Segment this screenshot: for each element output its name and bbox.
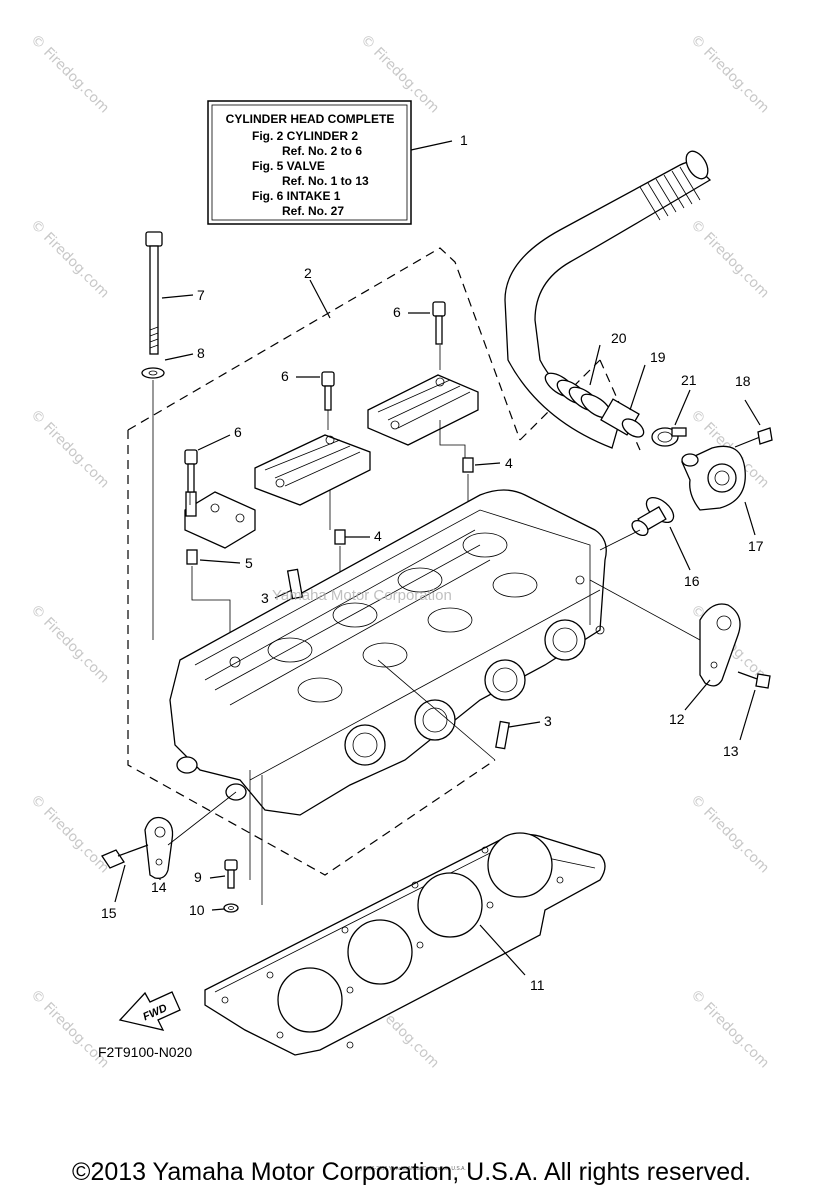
callout-leaders <box>114 140 761 976</box>
watermark: © Firedog.com <box>687 217 772 302</box>
camshaft-cap-middle <box>254 434 371 506</box>
leader-lines <box>377 529 701 761</box>
reference-box-line: Ref. No. 27 <box>282 204 344 218</box>
callout-10: 10 <box>189 902 205 918</box>
bolt-18 <box>734 427 773 448</box>
callout-12: 12 <box>669 711 685 727</box>
bolt-13 <box>737 671 771 689</box>
dowel-pins <box>186 457 474 565</box>
callout-17: 17 <box>748 538 764 554</box>
callout-13: 13 <box>723 743 739 759</box>
diagram-code: F2T9100-N020 <box>98 1044 192 1060</box>
callout-1: 1 <box>460 132 468 148</box>
camshaft-cap-left <box>184 491 256 549</box>
callout-5: 5 <box>245 555 253 571</box>
bracket <box>144 816 174 879</box>
callout-20: 20 <box>611 330 627 346</box>
callout-4: 4 <box>374 528 382 544</box>
callout-6: 6 <box>393 304 401 320</box>
callout-3: 3 <box>261 590 269 606</box>
thermostat <box>631 496 675 537</box>
hose-ribs <box>639 166 701 221</box>
hose-corrugation <box>544 372 612 419</box>
watermark: © Firedog.com <box>687 987 772 1072</box>
callout-15: 15 <box>101 905 117 921</box>
reference-box-line: Fig. 2 CYLINDER 2 <box>252 129 358 143</box>
plug-3-bottom <box>495 720 510 750</box>
long-bolt <box>145 231 163 355</box>
cap-bolt-b <box>321 371 335 411</box>
reference-box-line: Fig. 6 INTAKE 1 <box>252 189 341 203</box>
bracket-leaders <box>167 770 263 905</box>
thermostat-housing <box>681 445 746 511</box>
callout-9: 9 <box>194 869 202 885</box>
reference-box: CYLINDER HEAD COMPLETE Fig. 2 CYLINDER 2… <box>207 100 412 225</box>
watermark: © Firedog.com <box>27 407 112 492</box>
fine-print: (c) 2006-2016 Yamaha Motor Corporation, … <box>356 1166 466 1172</box>
callouts: 1 2 7 8 6 6 6 4 4 5 3 3 20 19 21 18 17 1… <box>101 132 764 993</box>
washer-8 <box>141 367 165 379</box>
head-gasket <box>204 832 606 1056</box>
bolt-15 <box>101 844 149 869</box>
callout-8: 8 <box>197 345 205 361</box>
plug-3-top <box>286 568 304 600</box>
cap-bolt-c <box>432 301 446 345</box>
fwd-arrow-icon: FWD <box>118 991 181 1031</box>
camshaft-cap-right <box>367 374 479 446</box>
bolt-9 <box>224 859 238 889</box>
watermark: © Firedog.com <box>27 792 112 877</box>
copyright-notice: ©2013 Yamaha Motor Corporation, U.S.A. A… <box>72 1158 751 1186</box>
cylinder-head <box>169 489 607 816</box>
callout-19: 19 <box>650 349 666 365</box>
callout-11: 11 <box>530 977 545 993</box>
callout-18: 18 <box>735 373 751 389</box>
watermark: © Firedog.com <box>27 32 112 117</box>
callout-14: 14 <box>151 879 167 895</box>
reference-box-title: CYLINDER HEAD COMPLETE <box>226 112 395 126</box>
exhaust-ports <box>344 619 586 766</box>
callout-3: 3 <box>544 713 552 729</box>
watermark: © Firedog.com <box>27 602 112 687</box>
callout-7: 7 <box>197 287 205 303</box>
cover-plate <box>699 603 741 687</box>
callout-21: 21 <box>681 372 697 388</box>
callout-2: 2 <box>304 265 312 281</box>
gasket-holes <box>221 846 564 1049</box>
reference-box-line: Ref. No. 2 to 6 <box>282 144 362 158</box>
hose-clamp <box>651 427 687 447</box>
water-hose <box>504 150 712 449</box>
watermark: © Firedog.com <box>687 32 772 117</box>
watermark: © Firedog.com <box>27 217 112 302</box>
reference-box-line: Fig. 5 VALVE <box>252 159 325 173</box>
callout-16: 16 <box>684 573 700 589</box>
reference-box-line: Ref. No. 1 to 13 <box>282 174 369 188</box>
watermark: © Firedog.com <box>687 792 772 877</box>
callout-6: 6 <box>281 368 289 384</box>
callout-6: 6 <box>234 424 242 440</box>
washer-10 <box>223 903 239 913</box>
cam-journals <box>267 532 538 703</box>
center-watermark: Yamaha Motor Corporation <box>272 587 452 604</box>
cap-bolt-a <box>184 449 198 493</box>
callout-4: 4 <box>505 455 513 471</box>
